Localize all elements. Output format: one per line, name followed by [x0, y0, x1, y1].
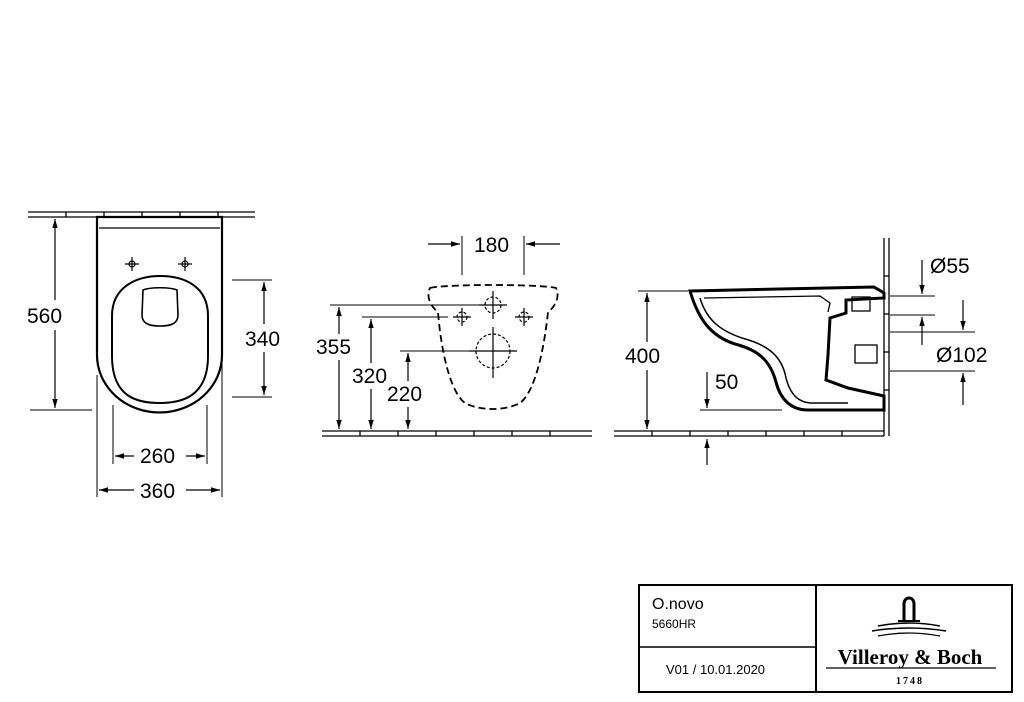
fixing-point-icon	[125, 257, 192, 271]
bowl-section	[688, 285, 886, 412]
dim-seat-length: 340	[245, 328, 280, 351]
version-date: V01 / 10.01.2020	[666, 662, 765, 677]
dim-outlet-diameter: Ø102	[936, 344, 987, 367]
dim-fixing-spacing: 180	[474, 234, 509, 257]
dim-inlet-diameter: Ø55	[930, 255, 970, 278]
bowl-outline-dashed	[427, 284, 559, 410]
dim-height-320: 320	[352, 365, 387, 388]
floor-line	[322, 430, 592, 437]
floor-line	[614, 430, 884, 437]
side-view: 400 50 Ø55 Ø102	[614, 238, 999, 465]
outlet-opening	[141, 286, 179, 327]
extension-lines	[638, 290, 975, 411]
dim-outer-width: 360	[140, 480, 175, 503]
centre-marks	[453, 291, 533, 378]
dim-height-220: 220	[387, 383, 422, 406]
dim-inner-width: 260	[140, 445, 175, 468]
dim-height: 400	[625, 345, 660, 368]
dim-height-355: 355	[316, 336, 351, 359]
seat-opening	[111, 274, 209, 405]
brand-logo: Villeroy & Boch 1748	[826, 596, 996, 687]
brand-name: Villeroy & Boch	[838, 645, 983, 669]
front-view: 180 355 320 220	[313, 234, 592, 437]
dim-depth: 560	[27, 305, 62, 328]
extension-lines	[30, 279, 272, 497]
brand-year: 1748	[896, 676, 924, 687]
bowl-outline	[95, 215, 224, 414]
article-number: 5660HR	[652, 617, 696, 631]
title-block: O.novo 5660HR V01 / 10.01.2020 Villeroy …	[638, 584, 1013, 693]
top-view: 560 340 260 360	[22, 211, 288, 503]
dimension-lines	[336, 241, 560, 429]
extension-lines	[330, 236, 525, 352]
dim-gap: 50	[715, 371, 738, 394]
product-name: O.novo	[652, 596, 704, 613]
